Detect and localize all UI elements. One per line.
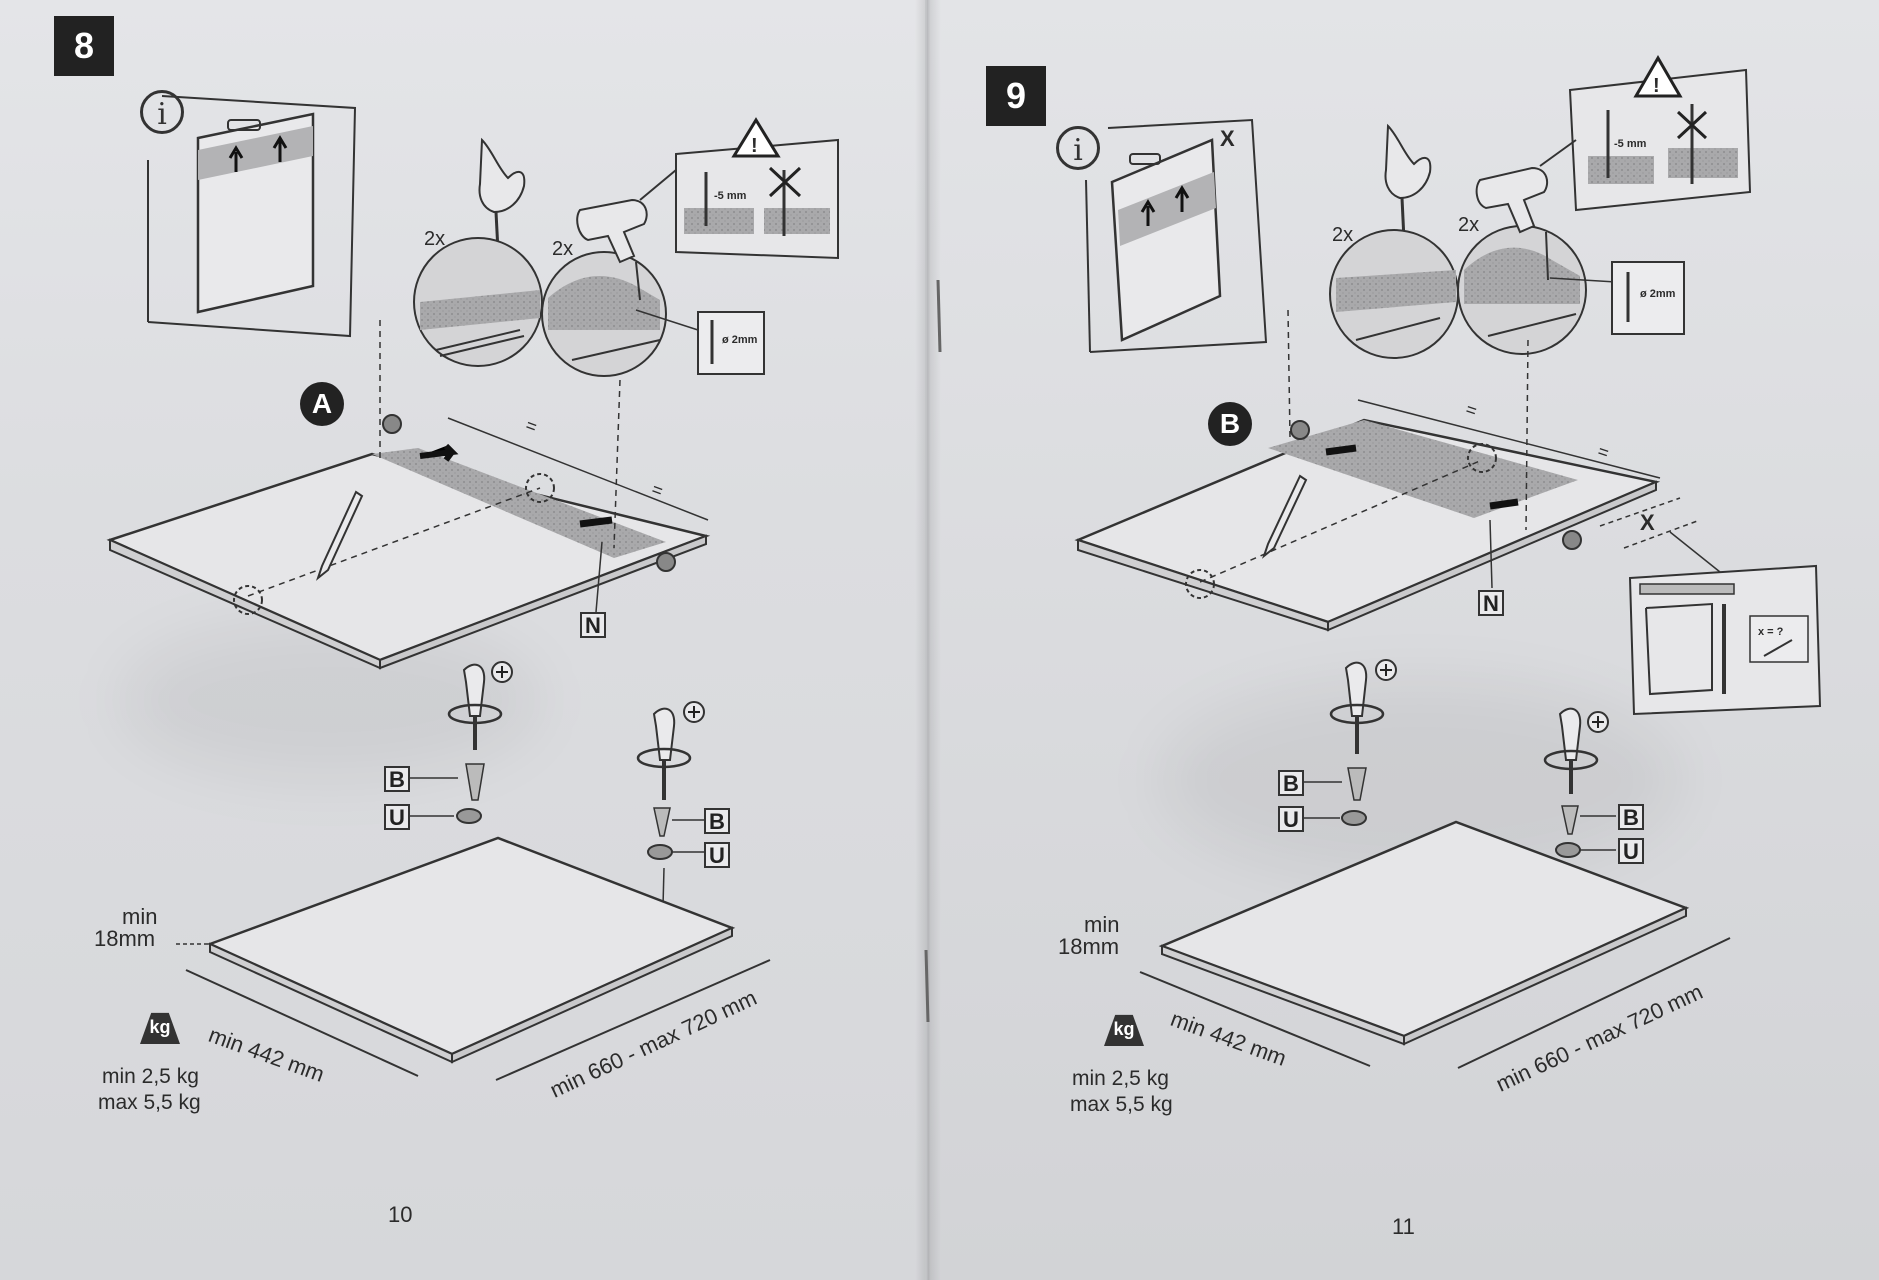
washer-label-box: U — [1618, 838, 1644, 864]
drill-icon — [576, 198, 648, 301]
step-number-badge: 9 — [986, 66, 1046, 126]
variant-marker: B — [1208, 402, 1252, 446]
weight-min-label: min 2,5 kg — [102, 1065, 199, 1088]
drill-diameter-label: ø 2mm — [1640, 288, 1676, 300]
book-gutter — [915, 0, 941, 1280]
staple — [924, 949, 930, 1023]
page-number: 10 — [388, 1202, 413, 1227]
svg-text:!: ! — [1653, 75, 1660, 97]
screwdriver-group-right — [636, 701, 705, 945]
thickness-min-label: min — [1084, 912, 1120, 937]
svg-text:!: ! — [751, 135, 758, 157]
screw-count-label: 2x — [1332, 224, 1354, 246]
page-number: 11 — [1392, 1214, 1415, 1239]
offset-detail-panel — [1628, 531, 1822, 716]
edge-label-box: N — [580, 612, 606, 638]
info-panel-door — [147, 95, 357, 338]
detail-circle-right — [1457, 225, 1587, 355]
drill-count-label: 2x — [552, 238, 574, 260]
screw-label-box: B — [1278, 770, 1304, 796]
variant-marker: A — [300, 382, 344, 426]
washer-label-box: U — [1278, 806, 1304, 832]
shelf-board-b — [1074, 309, 1701, 632]
drill-diameter-label: ø 2mm — [722, 334, 758, 346]
offset-formula-label: x = ? — [1758, 626, 1784, 638]
detail-circle-left — [1329, 229, 1459, 359]
drill-icon — [1475, 166, 1549, 281]
edge-label-box: N — [1478, 590, 1504, 616]
screw-label-box: B — [704, 808, 730, 834]
screwdriver-group-right — [1543, 707, 1616, 949]
weight-min-label: min 2,5 kg — [1072, 1067, 1169, 1090]
screw-label-box: B — [384, 766, 410, 792]
drill-bit-callout — [635, 309, 765, 375]
offset-x-label: X — [1640, 510, 1655, 535]
weight-max-label: max 5,5 kg — [98, 1091, 201, 1114]
step-number-badge: 8 — [54, 16, 114, 76]
screwdriver-group-left — [408, 661, 513, 824]
drill-depth-label: -5 mm — [1614, 138, 1647, 150]
warning-icon — [1633, 55, 1683, 98]
info-icon: i — [1056, 126, 1100, 170]
warning-panel: ! — [639, 117, 839, 260]
thickness-min-label: min — [122, 904, 158, 929]
washer-label-box: U — [704, 842, 730, 868]
washer-label-box: U — [384, 804, 410, 830]
pencil-icon — [315, 490, 364, 581]
thickness-value-label: 18mm — [1058, 934, 1120, 959]
weight-max-label: max 5,5 kg — [1070, 1093, 1173, 1116]
drill-count-label: 2x — [1458, 214, 1480, 236]
door-offset-mark: X — [1220, 126, 1235, 151]
warning-panel: ! — [1539, 55, 1752, 212]
screwdriver-group-left — [1304, 659, 1397, 826]
bottom-panel-right — [1139, 820, 1731, 1069]
drill-bit-callout — [1549, 261, 1685, 335]
detail-circle-right — [541, 251, 667, 377]
staple — [936, 279, 942, 353]
detail-circle-left — [413, 237, 543, 367]
thickness-value-label: 18mm — [94, 926, 156, 951]
screw-label-box: B — [1618, 804, 1644, 830]
screw-count-label: 2x — [424, 228, 446, 250]
pencil-icon — [1261, 474, 1308, 559]
warning-icon — [731, 117, 781, 158]
shelf-board-a — [106, 320, 711, 670]
drill-depth-label: -5 mm — [714, 190, 747, 202]
bottom-panel-left — [176, 836, 771, 1081]
info-panel-door — [1085, 118, 1268, 353]
info-icon: i — [140, 90, 184, 134]
